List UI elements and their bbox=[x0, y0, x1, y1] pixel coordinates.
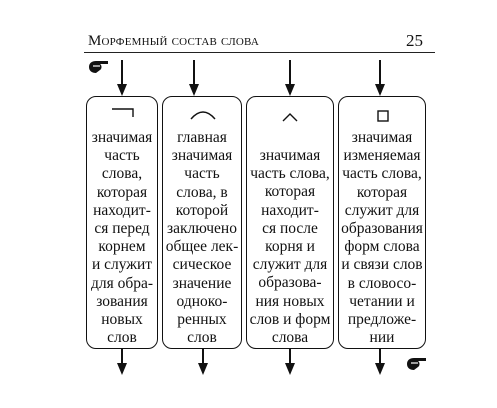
definition-box-root: главная значимая часть слова, в которой … bbox=[162, 96, 242, 349]
page-number: 25 bbox=[406, 31, 423, 50]
definition-text-suffix: значимая часть слова, которая находит- с… bbox=[249, 147, 331, 347]
header-rule bbox=[84, 52, 435, 53]
running-title: Морфемный состав слова bbox=[88, 33, 260, 49]
pointing-hand-icon bbox=[89, 61, 108, 73]
definition-text-root: главная значимая часть слова, в которой … bbox=[165, 129, 239, 347]
prefix-symbol-icon bbox=[112, 108, 134, 117]
definition-box-ending: значимая изменяемая часть слова, которая… bbox=[338, 96, 426, 349]
definition-text-ending: значимая изменяемая часть слова, которая… bbox=[341, 129, 423, 347]
suffix-symbol-icon bbox=[282, 113, 298, 122]
ending-symbol-icon bbox=[377, 110, 389, 122]
definition-box-suffix: значимая часть слова, которая находит- с… bbox=[246, 96, 334, 349]
root-symbol-icon bbox=[190, 111, 216, 120]
definition-box-prefix: значимая часть слова, которая находит- с… bbox=[86, 96, 158, 349]
definition-text-prefix: значимая часть слова, которая находит- с… bbox=[90, 129, 154, 347]
pointing-hand-icon bbox=[407, 358, 426, 370]
